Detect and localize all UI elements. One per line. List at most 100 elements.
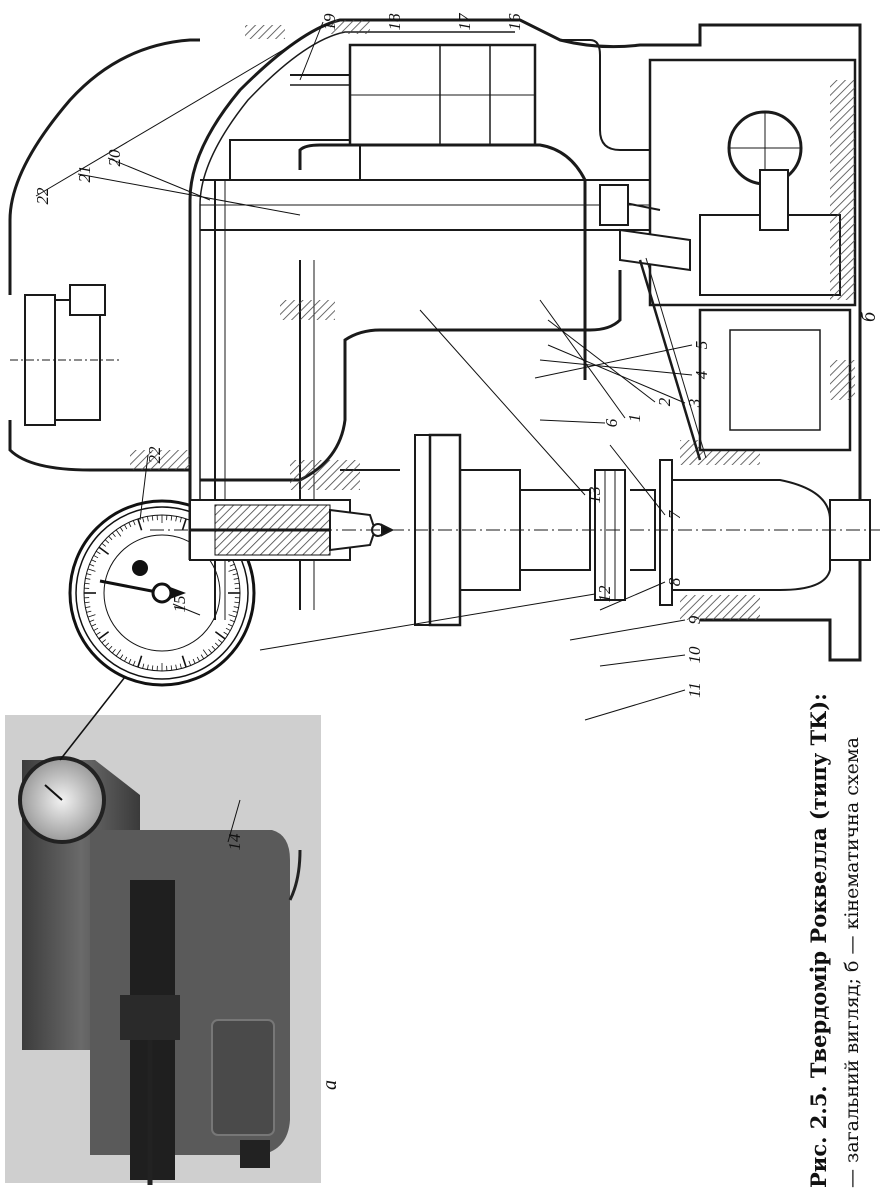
callout-number: 10: [685, 646, 704, 664]
dial-tick: [225, 627, 231, 631]
frame-upper: [298, 143, 587, 380]
dial-tick: [124, 524, 128, 530]
dial-tick: [104, 642, 110, 647]
dial-tick: [192, 658, 196, 664]
callout-leader: [227, 799, 241, 843]
callout-leader: [107, 157, 211, 201]
dial-tick: [170, 665, 173, 671]
dial-tick: [200, 654, 205, 660]
dial-tick: [132, 520, 136, 526]
dial-tick: [223, 631, 229, 636]
dial-tick: [232, 610, 238, 613]
photo-panel: [5, 644, 321, 1185]
callout-number: 3: [685, 399, 704, 409]
callout-number: 4: [692, 370, 711, 379]
dial-tick: [101, 639, 107, 644]
dial-tick: [142, 517, 145, 523]
dial-tick: [227, 623, 233, 627]
callout-number: 12: [595, 585, 614, 603]
dial-tick: [137, 655, 143, 668]
dial-tick: [93, 627, 99, 631]
figure-caption-description: — загальний вигляд; б — кінематична схем…: [841, 737, 863, 1188]
dial-tick: [84, 582, 90, 585]
callout-number: 14: [225, 833, 244, 851]
callout-leader: [584, 689, 686, 721]
dial-tick: [101, 542, 107, 547]
kinematic-diagram: [8, 18, 880, 662]
dial-tick: [229, 619, 235, 623]
dial-hub: [151, 582, 173, 604]
callout-number: 9: [685, 615, 704, 624]
photo-pedal-plate: [211, 1019, 275, 1136]
callout-number: 22: [33, 187, 52, 205]
dial-tick: [188, 660, 192, 666]
dial-tick: [232, 573, 238, 576]
dial-tick: [151, 515, 154, 521]
callout-number: 1: [625, 414, 644, 423]
dial-tick: [211, 645, 216, 651]
dial-tick: [228, 568, 237, 572]
dial-tick: [196, 656, 200, 662]
photo-handwheel: [120, 995, 180, 1040]
dial-tick: [98, 546, 110, 555]
callout-leader: [139, 454, 149, 521]
callout-leader: [599, 654, 686, 667]
dial-tick: [95, 550, 101, 555]
callout-leader: [539, 359, 693, 376]
callout-leader: [547, 319, 656, 403]
dial-tick: [108, 645, 113, 651]
dial-tick: [217, 639, 223, 644]
callout-number: 11: [685, 682, 704, 698]
callout-number: 15: [170, 596, 189, 613]
photo-cable: [288, 849, 302, 901]
dial-tick: [146, 516, 149, 522]
dial-tick: [175, 516, 178, 522]
callout-leader: [599, 581, 666, 611]
dial-tick: [181, 655, 187, 668]
callout-number: 16: [505, 13, 524, 31]
dial-tick: [84, 601, 90, 604]
callout-leader: [609, 444, 666, 516]
dial-tick: [146, 664, 149, 670]
callout-leader: [547, 344, 686, 404]
dial-tick: [111, 648, 116, 654]
callout-number: 13: [585, 487, 604, 504]
frame-arm: [200, 270, 622, 482]
dial-tick: [104, 539, 110, 544]
dial-tick: [208, 648, 213, 654]
dial-tick: [85, 577, 91, 580]
dial-tick: [95, 631, 101, 636]
dial-tick: [111, 532, 116, 538]
dial-tick: [89, 563, 95, 567]
callout-number: 8: [665, 577, 684, 586]
dial-tick: [132, 660, 136, 666]
dial-tick: [128, 522, 132, 528]
dial-tick: [89, 619, 95, 623]
dial-tick: [202, 649, 209, 657]
dial-tick: [181, 518, 187, 531]
dial-tick: [179, 663, 182, 669]
callout-leader: [259, 593, 596, 651]
dial-tick: [119, 654, 124, 660]
drive-link: [638, 259, 702, 461]
callout-number: 7: [665, 509, 684, 519]
dial-tick: [128, 658, 132, 664]
dial-tick: [85, 606, 91, 609]
dial-small-pointer: [132, 560, 148, 576]
dial-tick: [124, 656, 128, 662]
dial-tick: [179, 517, 182, 523]
callout-leader: [419, 309, 586, 496]
dial-tick: [119, 526, 124, 532]
dial-tick: [98, 631, 110, 640]
dial-needle: [99, 579, 163, 595]
callout-leader: [172, 603, 201, 616]
callout-number: 2: [655, 397, 674, 406]
callout-leader: [534, 344, 693, 379]
callout-number: 17: [455, 12, 474, 31]
head-cap: [8, 38, 200, 295]
dial-tick: [142, 663, 145, 669]
callout-number: 21: [75, 166, 94, 183]
callout-number: 6: [602, 418, 621, 427]
dial-tick: [87, 614, 96, 618]
dial-tick: [234, 601, 240, 604]
